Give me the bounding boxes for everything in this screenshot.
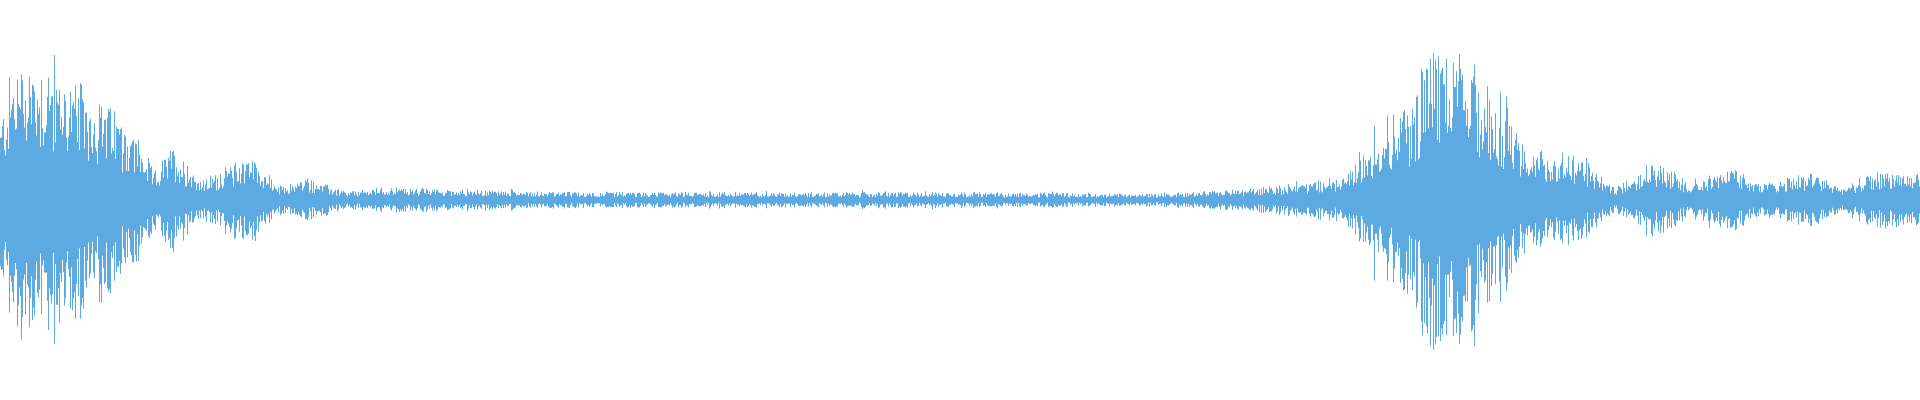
- waveform-samples: [0, 53, 1920, 350]
